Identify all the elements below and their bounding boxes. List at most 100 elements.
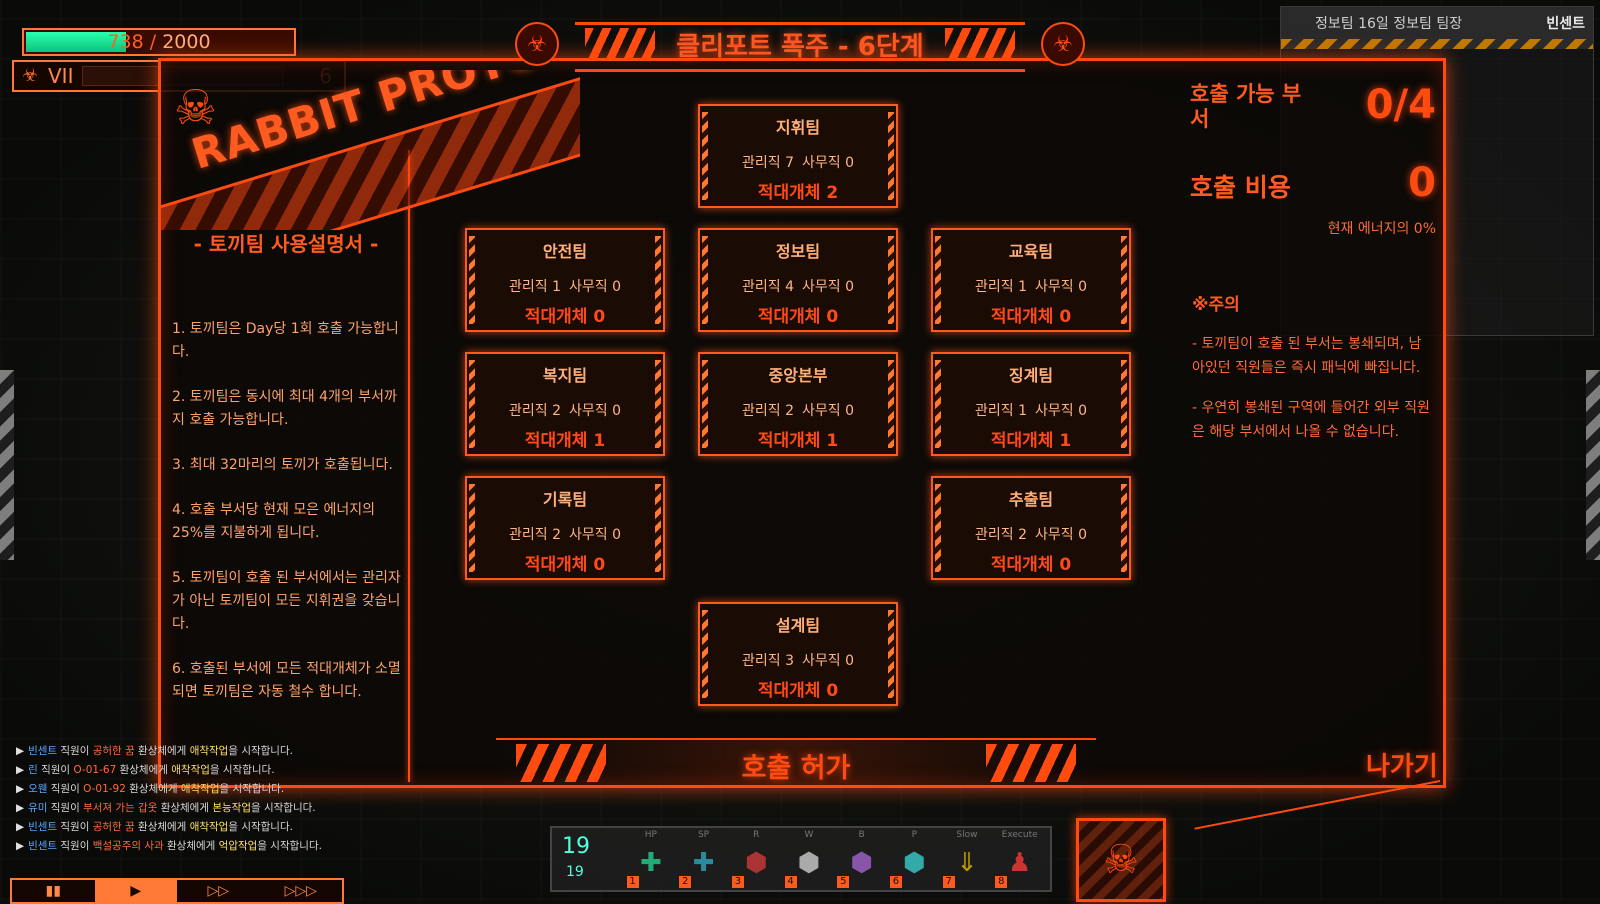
biohazard-icon: ☣ [515, 22, 559, 66]
team-hostile-count: 적대개체 1 [757, 431, 839, 451]
fastest-forward-button[interactable]: ▷▷▷ [284, 883, 317, 899]
sp-bullet-slot[interactable]: SP✚2 [677, 830, 730, 890]
energy-bar-fill [26, 32, 126, 52]
rabbit-mask-icon: ☠ [174, 80, 218, 136]
callable-value: 0/4 [1365, 82, 1436, 128]
work-log: ▶빈센트 직원이 공허한 꿈 환상체에게 애착작업을 시작합니다. ▶린 직원이… [16, 742, 436, 856]
energy-readout: 738 / 2000 [24, 30, 294, 54]
team-name: 지휘팀 [775, 118, 821, 137]
manual-title: - 토끼팀 사용설명서 - [193, 232, 379, 256]
warning-title: ※주의 [1192, 295, 1240, 315]
hp-bullet-slot[interactable]: HP✚1 [625, 830, 678, 890]
rabbit-protocol-button[interactable]: ☠ [1076, 818, 1166, 902]
pause-button[interactable]: ▮▮ [45, 883, 61, 899]
exit-button[interactable]: 나가기 [1366, 752, 1438, 782]
execute-bullet-slot[interactable]: Execute♟8 [993, 830, 1046, 890]
log-entry: ▶빈센트 직원이 공허한 꿈 환상체에게 애착작업을 시작합니다. [16, 745, 293, 757]
team-name: 복지팀 [542, 366, 588, 385]
title-frame [575, 22, 1025, 72]
energy-current: 738 [107, 31, 144, 53]
time-controls: ▮▮ ▶ ▷▷ ▷▷▷ [10, 878, 344, 904]
warning-line: - 토끼팀이 호출 된 부서는 봉쇄되며, 남아있던 직원들은 즉시 패닉에 빠… [1192, 336, 1422, 376]
dialog-title: 클리포트 폭주 - 6단계 [676, 32, 924, 62]
log-entry: ▶오웬 직원이 O-01-92 환상체에게 애착작업을 시작합니다. [16, 783, 285, 795]
title-hatch-left [585, 28, 655, 60]
agent-panel-title: 정보팀 16일 정보팀 팀장 [1315, 16, 1463, 32]
team-name: 안전팀 [542, 242, 588, 261]
manual-item: 4. 호출 부서당 현재 모은 에너지의 25%를 지불하게 됩니다. [172, 502, 376, 541]
right-hazard-stripe [1586, 370, 1600, 560]
pale-shield-slot[interactable]: P⬢6 [888, 830, 941, 890]
call-permit-button[interactable]: 호출 허가 [496, 738, 1096, 788]
slow-bullet-slot[interactable]: Slow⇓7 [941, 830, 994, 890]
log-entry: ▶린 직원이 O-01-67 환상체에게 애착작업을 시작합니다. [16, 764, 275, 776]
team-hostile-count: 적대개체 0 [990, 307, 1072, 327]
team-name: 징계팀 [1008, 366, 1054, 385]
left-hazard-stripe [0, 370, 14, 560]
energy-separator: / [143, 31, 163, 53]
team-hostile-count: 적대개체 0 [757, 681, 839, 701]
black-shield-slot[interactable]: B⬢5 [835, 830, 888, 890]
team-name: 중앙본부 [768, 366, 828, 385]
manual-item: 6. 호출된 부서에 모든 적대개체가 소멸되면 토끼팀은 자동 철수 합니다. [172, 661, 401, 700]
energy-max: 2000 [162, 31, 211, 53]
biohazard-icon: ☣ [1041, 22, 1085, 66]
play-button[interactable]: ▶ [94, 880, 177, 902]
warning-line: - 우연히 봉쇄된 구역에 들어간 외부 직원은 해당 부서에서 나올 수 없습… [1192, 400, 1430, 440]
cost-label: 호출 비용 [1190, 173, 1291, 202]
log-entry: ▶빈센트 직원이 공허한 꿈 환상체에게 애착작업을 시작합니다. [16, 821, 293, 833]
team-name: 기록팀 [542, 490, 588, 509]
cost-value: 0 [1408, 160, 1436, 206]
manual-item: 3. 최대 32마리의 토끼가 호출됩니다. [172, 457, 393, 473]
log-entry: ▶유미 직원이 부서져 가는 갑옷 환상체에게 본능작업을 시작합니다. [16, 802, 316, 814]
qliphoth-level: VII [48, 64, 74, 88]
team-name: 설계팀 [775, 616, 821, 635]
red-shield-slot[interactable]: R⬢3 [730, 830, 783, 890]
dialog-divider [408, 150, 410, 782]
rabbit-protocol-banner: ☠ RABBIT PROTOCOL [160, 70, 580, 230]
agent-panel-stripe [1281, 39, 1593, 49]
team-name: 추출팀 [1008, 490, 1054, 509]
energy-bar: 738 / 2000 [22, 28, 296, 56]
rabbit-mask-icon: ☠ [1103, 837, 1139, 883]
manual-item: 2. 토끼팀은 동시에 최대 4개의 부서까지 호출 가능합니다. [172, 389, 397, 428]
callable-label: 호출 가능 부서 [1190, 82, 1302, 131]
button-hatch-right [986, 744, 1076, 782]
team-hostile-count: 적대개체 1 [524, 431, 606, 451]
button-hatch-left [516, 744, 606, 782]
manual-item: 5. 토끼팀이 호출 된 부서에서는 관리자가 아닌 토끼팀이 모든 지휘권을 … [172, 570, 401, 632]
fast-forward-button[interactable]: ▷▷ [207, 883, 230, 899]
biohazard-icon: ☣ [22, 65, 39, 86]
manual-list: 1. 토끼팀은 Day당 1회 호출 가능합니다. 2. 토끼팀은 동시에 최대… [172, 318, 404, 726]
manual-item: 1. 토끼팀은 Day당 1회 호출 가능합니다. [172, 321, 399, 360]
team-hostile-count: 적대개체 0 [990, 555, 1072, 575]
log-entry: ▶빈센트 직원이 백설공주의 사과 환상체에게 억압작업을 시작합니다. [16, 840, 322, 852]
warning-text: - 토끼팀이 호출 된 부서는 봉쇄되며, 남아있던 직원들은 즉시 패닉에 빠… [1192, 332, 1432, 460]
call-permit-label: 호출 허가 [741, 753, 851, 784]
agent-panel-header: 정보팀 16일 정보팀 팀장 빈센트 [1281, 7, 1593, 39]
bullet-toolbar: 19 19 HP✚1 SP✚2 R⬢3 W⬢4 B⬢5 P⬢6 Slow⇓7 E… [550, 826, 1052, 892]
team-hostile-count: 적대개체 1 [990, 431, 1072, 451]
white-shield-slot[interactable]: W⬢4 [783, 830, 836, 890]
agent-name: 빈센트 [1546, 16, 1585, 32]
team-name: 정보팀 [775, 242, 821, 261]
